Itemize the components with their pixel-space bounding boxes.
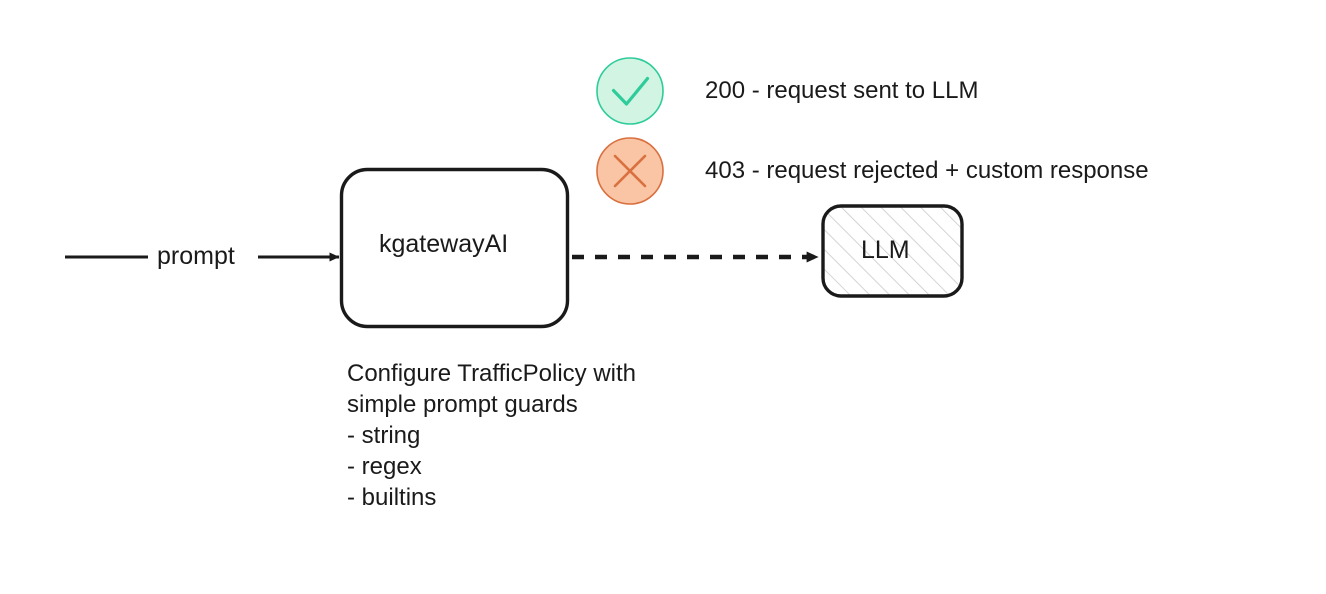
note-line-4: - regex bbox=[347, 453, 422, 480]
gateway-node-label: kgatewayAI bbox=[379, 230, 509, 258]
llm-node-shape bbox=[821, 204, 964, 298]
legend-item-success-label: 200 - request sent to LLM bbox=[705, 77, 979, 104]
cross-icon-glyph bbox=[613, 154, 647, 188]
check-circle-icon-background bbox=[596, 57, 664, 125]
legend-item-error-label: 403 - request rejected + custom response bbox=[705, 157, 1149, 184]
note-line-3: - string bbox=[347, 422, 421, 449]
llm-node-label: LLM bbox=[861, 236, 910, 264]
llm-node-hatch-fill bbox=[823, 206, 962, 296]
prompt-edge-label: prompt bbox=[157, 242, 235, 270]
note-line-1: Configure TrafficPolicy with bbox=[347, 360, 637, 387]
note-line-2: simple prompt guards bbox=[347, 391, 578, 418]
note-line-5: - builtins bbox=[347, 484, 437, 511]
check-icon-glyph bbox=[611, 76, 650, 106]
configure-note: Configure TrafficPolicy with simple prom… bbox=[347, 358, 767, 513]
gateway-node-shape bbox=[339, 167, 570, 329]
